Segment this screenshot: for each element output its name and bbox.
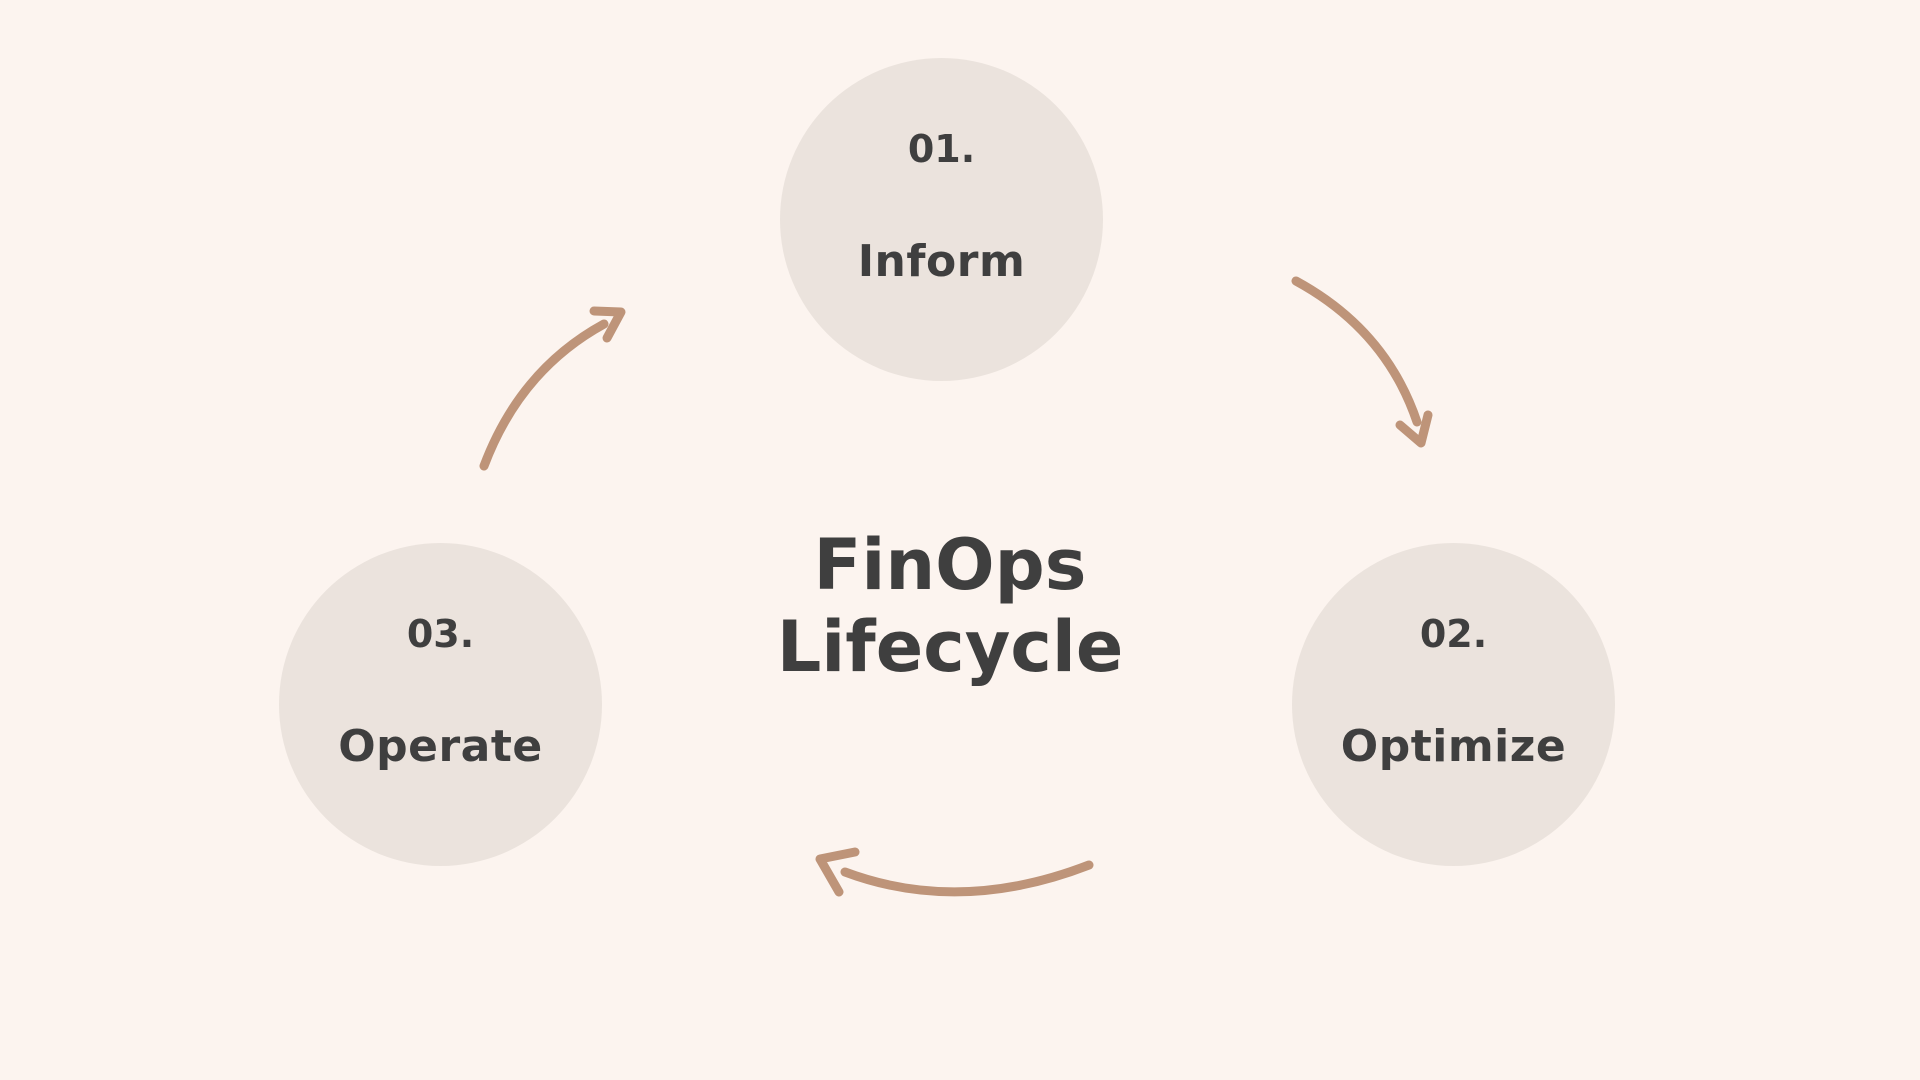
arrow-operate-to-inform-icon (479, 306, 626, 471)
stage-operate: 03. Operate (279, 543, 602, 866)
arrow-optimize-to-operate-icon (815, 847, 1094, 897)
stage-inform: 01. Inform (780, 58, 1103, 381)
stage-number: 02. (1419, 612, 1488, 656)
stage-number: 03. (406, 612, 475, 656)
arrow-inform-to-optimize-icon (1291, 276, 1433, 448)
stage-optimize: 02. Optimize (1292, 543, 1615, 866)
stage-number: 01. (907, 127, 976, 171)
stage-label: Optimize (1340, 721, 1567, 772)
diagram-title: FinOps Lifecycle (700, 524, 1200, 688)
stage-label: Inform (857, 236, 1026, 287)
title-line-2: Lifecycle (776, 606, 1124, 688)
title-line-1: FinOps (813, 524, 1087, 606)
stage-label: Operate (338, 721, 543, 772)
